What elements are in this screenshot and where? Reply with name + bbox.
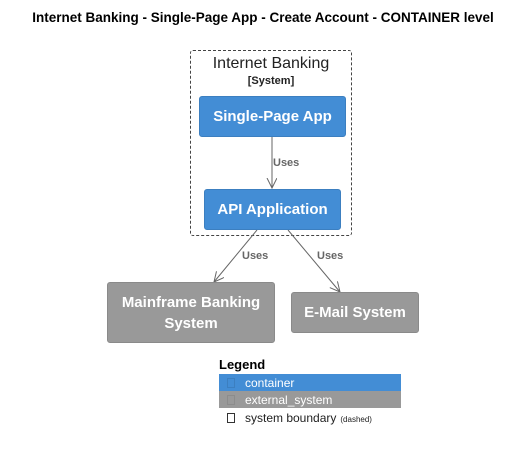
legend-item-label: system boundary — [245, 410, 337, 425]
legend-item-note: (dashed) — [340, 414, 372, 424]
legend-item-container: container — [219, 374, 401, 391]
edge-label-api-mainframe: Uses — [242, 250, 269, 262]
edge-label-api-email: Uses — [317, 250, 344, 262]
legend-item-label: external_system — [245, 392, 333, 407]
external-system-swatch-icon — [227, 394, 235, 405]
legend-item-external-system: external_system — [219, 391, 401, 408]
edge-api-to-mainframe — [214, 229, 258, 282]
legend-item-system-boundary: system boundary (dashed) — [219, 409, 401, 426]
boundary-name: Internet Banking — [212, 55, 330, 72]
boundary-type: [System] — [247, 75, 295, 87]
diagram-title: Internet Banking - Single-Page App - Cre… — [32, 10, 494, 25]
edge-label-spa-api: Uses — [273, 157, 300, 169]
edge-api-to-email — [287, 229, 340, 292]
system-boundary-internet-banking: Internet Banking [System] — [190, 50, 352, 236]
boundary-swatch-icon — [227, 412, 235, 423]
node-email-system[interactable]: E-Mail System — [291, 292, 419, 333]
node-mainframe-banking-system[interactable]: Mainframe Banking System — [107, 282, 275, 343]
legend-title: Legend — [219, 357, 266, 372]
node-api-application[interactable]: API Application — [204, 189, 341, 230]
node-single-page-app[interactable]: Single-Page App — [199, 96, 346, 137]
legend-item-label: container — [245, 375, 295, 390]
container-swatch-icon — [227, 377, 235, 388]
